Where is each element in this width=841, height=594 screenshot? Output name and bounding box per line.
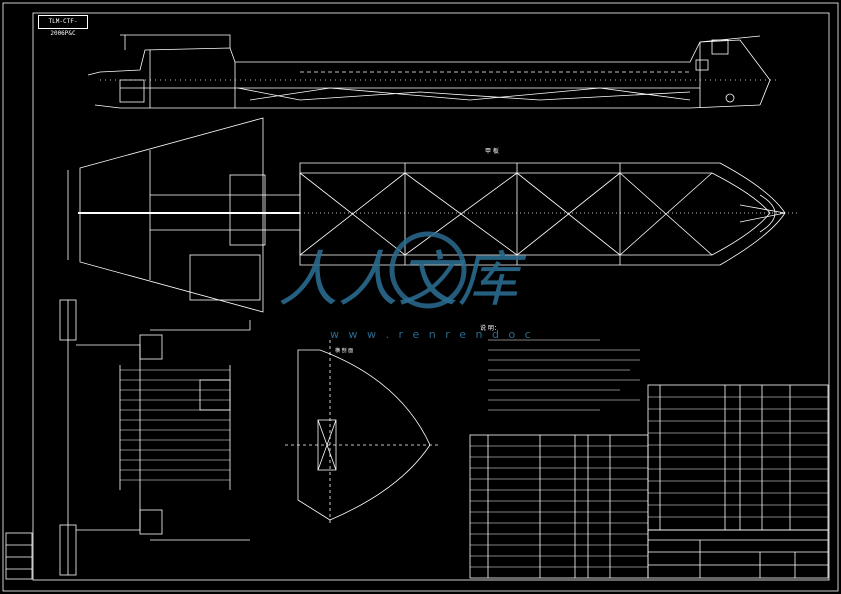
binding-stamp [5, 532, 33, 580]
drawing-number-tag: TLM-CTF-2006P&C [38, 15, 88, 37]
valve-table [469, 434, 649, 579]
piping-schematic [59, 299, 251, 576]
inner-border [32, 12, 830, 581]
section-view-title: 横 剖 面 [335, 347, 353, 354]
equipment-table [647, 384, 829, 531]
title-block [647, 529, 829, 579]
bow-section [285, 340, 440, 525]
plan-view-title: 甲 板 [485, 147, 499, 155]
ship-profile-view [87, 34, 780, 109]
watermark-url: w w w . r e n r e n d o c [330, 328, 534, 341]
notes-block [488, 339, 640, 411]
ship-plan-view [67, 117, 800, 313]
notes-title: 说 明： [480, 324, 500, 332]
